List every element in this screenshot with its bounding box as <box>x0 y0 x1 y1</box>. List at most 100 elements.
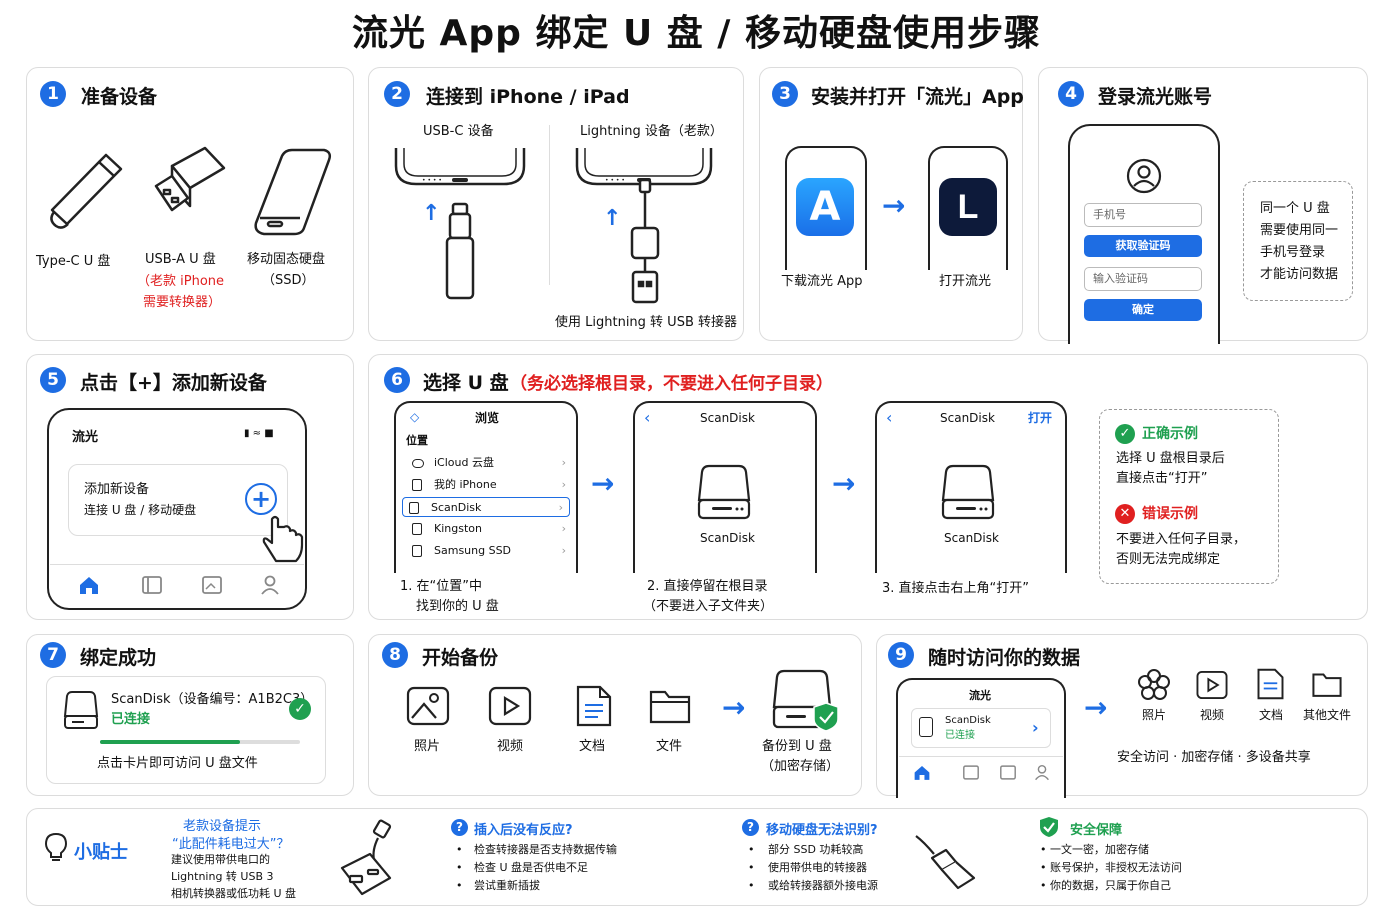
step3-number: 3 <box>772 81 798 107</box>
svg-text:• • • •: • • • • <box>422 177 442 184</box>
liuguang-app-icon[interactable]: L <box>939 178 997 236</box>
access-device-status: 已连接 <box>945 730 975 741</box>
disk-icon <box>941 464 995 520</box>
usba-drive-icon <box>154 146 226 212</box>
cloud-icon <box>412 459 424 468</box>
drive-icon <box>409 502 419 514</box>
back-chevron-icon[interactable]: ‹ <box>644 408 651 427</box>
access-video-label: 视频 <box>1200 708 1225 722</box>
profile-tab-icon[interactable] <box>260 575 280 595</box>
document-icon <box>576 685 612 727</box>
add-device-card[interactable] <box>68 464 288 536</box>
connected-check-icon: ✓ <box>289 698 311 720</box>
list-item[interactable]: Kingston› <box>406 519 572 539</box>
old-device-line3: 相机转换器或低功耗 U 盘 <box>171 887 297 900</box>
access-device-card[interactable] <box>911 708 1051 748</box>
lightning-adapter-note: 使用 Lightning 转 USB 转接器 <box>555 315 738 330</box>
caption2-line1: 2. 直接停留在根目录 <box>647 579 768 594</box>
download-label: 下载流光 App <box>781 274 863 289</box>
back-chevron-icon[interactable]: ‹ <box>886 408 893 427</box>
open-dir-title: ScanDisk <box>940 411 995 425</box>
profile-tab-icon[interactable] <box>1034 764 1050 781</box>
access-footer: 安全访问 · 加密存储 · 多设备共享 <box>1117 750 1311 765</box>
list-item-selected[interactable]: ScanDisk› <box>402 497 570 517</box>
home-tab-icon[interactable] <box>913 764 931 781</box>
usba-label: USB-A U 盘 <box>145 252 216 267</box>
lightning-device-label: Lightning 设备（老款） <box>580 124 723 139</box>
access-nav-divider <box>899 756 1063 757</box>
photos-tab-icon[interactable] <box>202 576 222 594</box>
tip1-title: 插入后没有反应? <box>474 823 573 838</box>
list-item[interactable]: 我的 iPhone› <box>406 475 572 495</box>
app-name-label: 流光 <box>72 430 99 445</box>
app-store-icon[interactable]: A <box>796 178 854 236</box>
photo-icon <box>406 686 450 726</box>
disk-icon <box>919 717 933 737</box>
step7-number: 7 <box>40 642 66 668</box>
access-photo-label: 照片 <box>1142 708 1167 722</box>
svg-text:• • • •: • • • • <box>605 177 625 184</box>
tip3-line1: • 一文一密，加密存储 <box>1040 843 1149 856</box>
tip2-bullet3: • <box>748 879 755 892</box>
chevron-right-icon[interactable]: › <box>1032 718 1039 737</box>
drive-icon <box>412 523 422 535</box>
lightbulb-icon <box>44 832 68 861</box>
tips-label: 小贴士 <box>74 842 128 863</box>
question-icon: ? <box>451 819 468 836</box>
phone-number-input[interactable]: 手机号 <box>1084 203 1202 227</box>
home-tab-icon[interactable] <box>78 575 100 595</box>
step2-card <box>368 67 744 341</box>
list-item[interactable]: iCloud 云盘› <box>406 453 572 473</box>
backup-video-label: 视频 <box>497 739 524 754</box>
ssd-cable-icon <box>915 835 976 890</box>
tip2-line3: 或给转接器额外接电源 <box>768 879 878 892</box>
tip1-line3: 尝试重新插拔 <box>474 879 540 892</box>
access-device-name: ScanDisk <box>945 715 991 726</box>
caption1-line1: 1. 在“位置”中 <box>400 579 483 594</box>
step2-title: 连接到 iPhone / iPad <box>426 86 630 108</box>
step1-number: 1 <box>40 81 66 107</box>
step4-title: 登录流光账号 <box>1098 86 1213 108</box>
get-code-button[interactable]: 获取验证码 <box>1084 235 1202 257</box>
status-bar-icons: ▮ ≈ ■ <box>244 428 274 439</box>
browse-icon: ◇ <box>410 410 420 424</box>
open-button[interactable]: 打开 <box>1028 411 1053 425</box>
usbc-up-arrow-icon: ↑ <box>422 201 441 226</box>
ssd-label-line1: 移动固态硬盘 <box>247 252 326 267</box>
ssd-drive-icon <box>254 148 332 236</box>
backup-photo-label: 照片 <box>414 739 441 754</box>
plus-icon[interactable]: + <box>245 483 277 515</box>
error-line2: 否则无法完成绑定 <box>1116 552 1221 567</box>
lightning-adapter-icon <box>630 178 660 304</box>
bound-device-name: ScanDisk（设备编号：A1B2C3） <box>111 692 314 707</box>
location-label: 位置 <box>406 434 428 447</box>
photos-tab-icon[interactable] <box>1000 765 1016 780</box>
confirm-button[interactable]: 确定 <box>1084 299 1202 321</box>
typec-drive-icon <box>50 153 123 229</box>
progress-fill <box>100 740 240 744</box>
divider <box>549 125 550 285</box>
files-tab-icon[interactable] <box>963 765 979 780</box>
list-item[interactable]: Samsung SSD› <box>406 541 572 561</box>
tip1-line1: 检查转接器是否支持数据传输 <box>474 843 617 856</box>
error-circle-icon: ✕ <box>1115 504 1135 524</box>
encrypted-disk-icon <box>772 669 839 732</box>
usbc-device-label: USB-C 设备 <box>423 124 494 139</box>
tip2-line1: 部分 SSD 功耗较高 <box>768 843 864 856</box>
tip1-line2: 检查 U 盘是否供电不足 <box>474 861 589 874</box>
login-note-line3: 手机号登录 <box>1260 245 1326 260</box>
error-line1: 不要进入任何子目录， <box>1116 532 1247 547</box>
tip2-bullet1: • <box>748 843 755 856</box>
tip1-bullet1: • <box>456 843 463 856</box>
code-input[interactable]: 输入验证码 <box>1084 267 1202 291</box>
document-icon <box>1257 668 1284 700</box>
files-tab-icon[interactable] <box>142 576 162 594</box>
access-other-label: 其他文件 <box>1303 708 1352 722</box>
drive-icon <box>412 545 422 557</box>
backup-file-label: 文件 <box>656 739 683 754</box>
step8-title: 开始备份 <box>422 647 499 669</box>
page-title: 流光 App 绑定 U 盘 / 移动硬盘使用步骤 <box>352 13 1041 54</box>
lightning-camera-adapter-icon <box>340 819 392 896</box>
bound-device-card[interactable] <box>46 676 326 784</box>
hand-pointer-icon <box>262 515 304 563</box>
